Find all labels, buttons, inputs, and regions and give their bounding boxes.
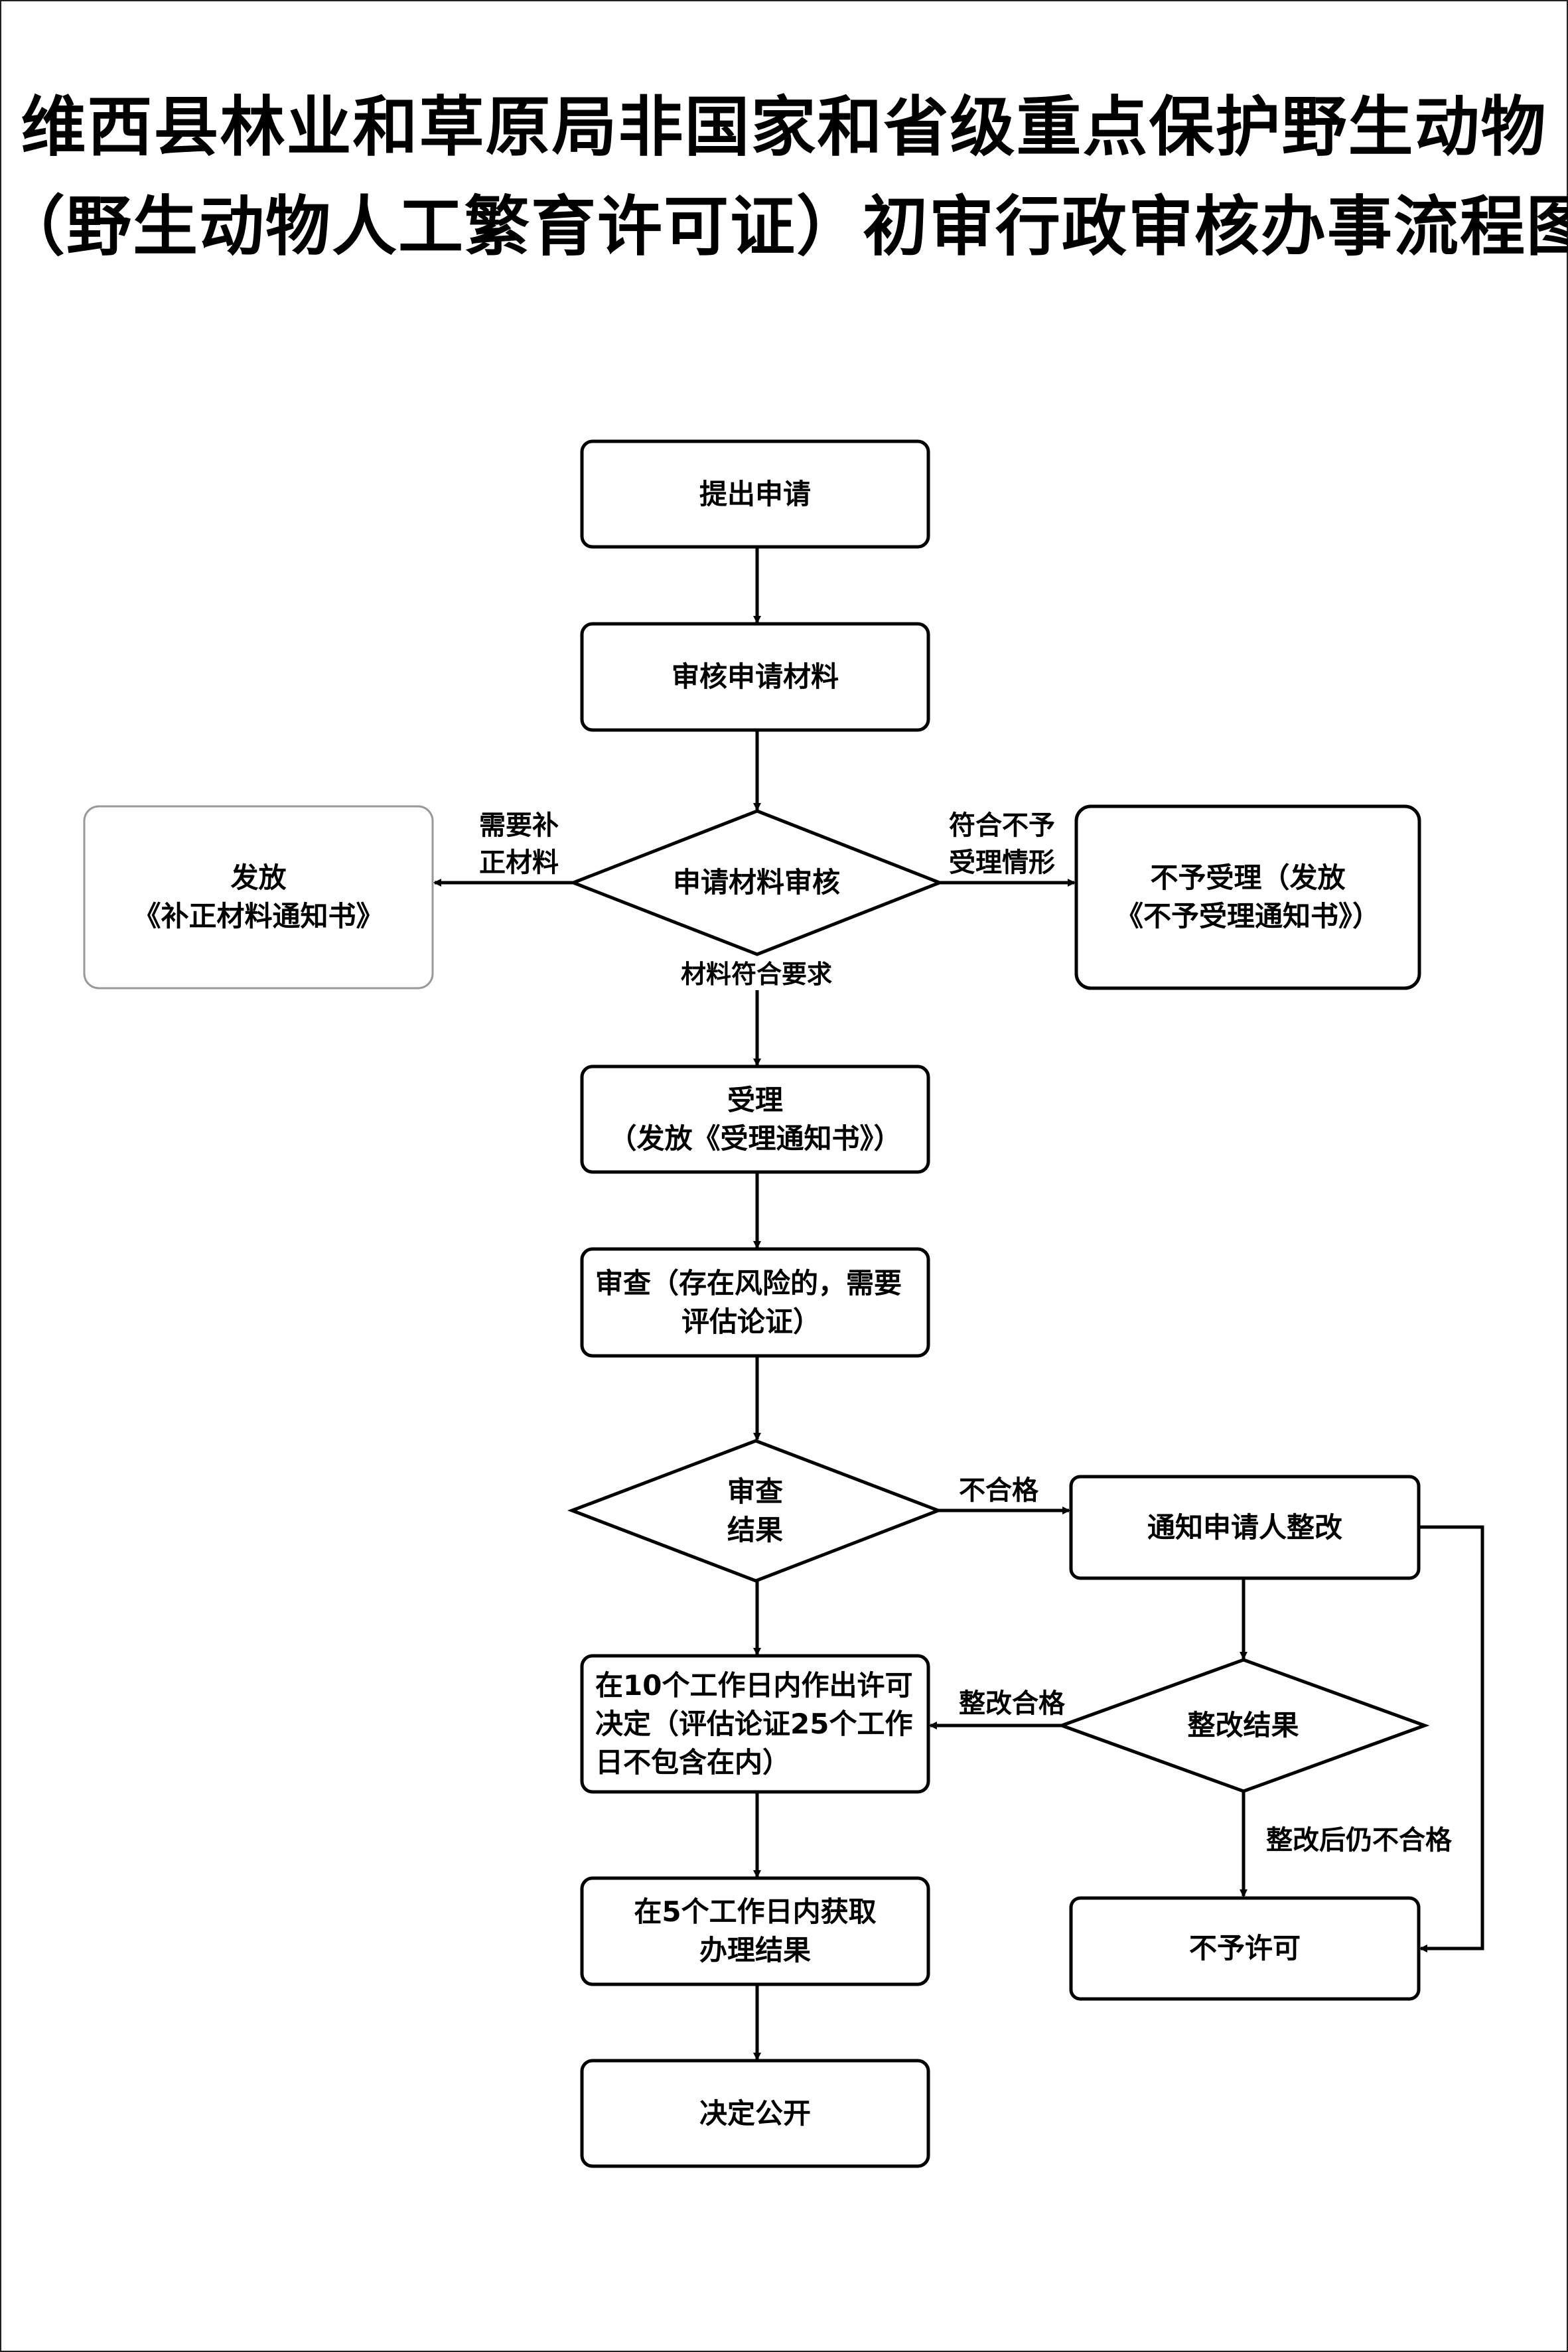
node-reject-accept (1074, 804, 1421, 990)
node-accept-label: 受理 （发放《受理通知书》） (608, 1083, 902, 1155)
node-publish (580, 2059, 930, 2168)
node-reject-accept-label: 不予受理（发放 《不予受理通知书》） (1115, 861, 1380, 932)
node-accept (580, 1065, 930, 1174)
node-review-materials (580, 622, 930, 732)
node-submit-label: 提出申请 (699, 477, 811, 510)
node-fix-result-label: 整改结果 (1187, 1709, 1299, 1741)
edge-label-fix-qualified: 整改合格 (959, 1688, 1065, 1719)
node-issue-supplement-label: 发放 《补正材料通知书》 (133, 861, 384, 932)
node-submit (580, 439, 930, 549)
edge-label-meets-reject: 符合不予 受理情形 (949, 810, 1055, 878)
edge-label-materials-ok: 材料符合要求 (680, 960, 832, 989)
node-decision (580, 1654, 930, 1794)
node-review-materials-label: 审核申请材料 (671, 660, 839, 693)
edge-label-still-unqualified: 整改后仍不合格 (1266, 1825, 1452, 1856)
node-obtain-result-label: 在5个工作日内获取 办理结果 (634, 1895, 877, 1966)
page-title-line-1: 维西县林业和草原局非国家和省级重点保护野生动物 (21, 90, 1547, 165)
node-decision-label: 在10个工作日内作出许可 决定（评估论证25个工作 日不包含在内） (595, 1668, 913, 1779)
node-deny-permit (1069, 1896, 1421, 2001)
node-obtain-result (580, 1876, 930, 1986)
node-deny-permit-label: 不予许可 (1188, 1932, 1301, 1964)
node-examine-label: 审查（存在风险的，需要 评估论证） (595, 1266, 902, 1338)
edge-notify-to-deny (1419, 1525, 1484, 1952)
node-issue-supplement (83, 805, 434, 990)
node-exam-result-label: 审查 结果 (727, 1475, 783, 1546)
node-materials-check-label: 申请材料审核 (672, 866, 840, 899)
node-notify-fix-label: 通知申请人整改 (1147, 1510, 1342, 1544)
edge-label-unqualified: 不合格 (959, 1475, 1038, 1506)
node-examine (580, 1247, 930, 1358)
node-publish-label: 决定公开 (699, 2096, 811, 2130)
edge-label-need-supplement: 需要补 正材料 (479, 810, 559, 878)
node-materials-check (569, 809, 944, 956)
page-title-line-2: （野生动物人工繁育许可证）初审行政审核办事流程图 (0, 189, 1568, 265)
